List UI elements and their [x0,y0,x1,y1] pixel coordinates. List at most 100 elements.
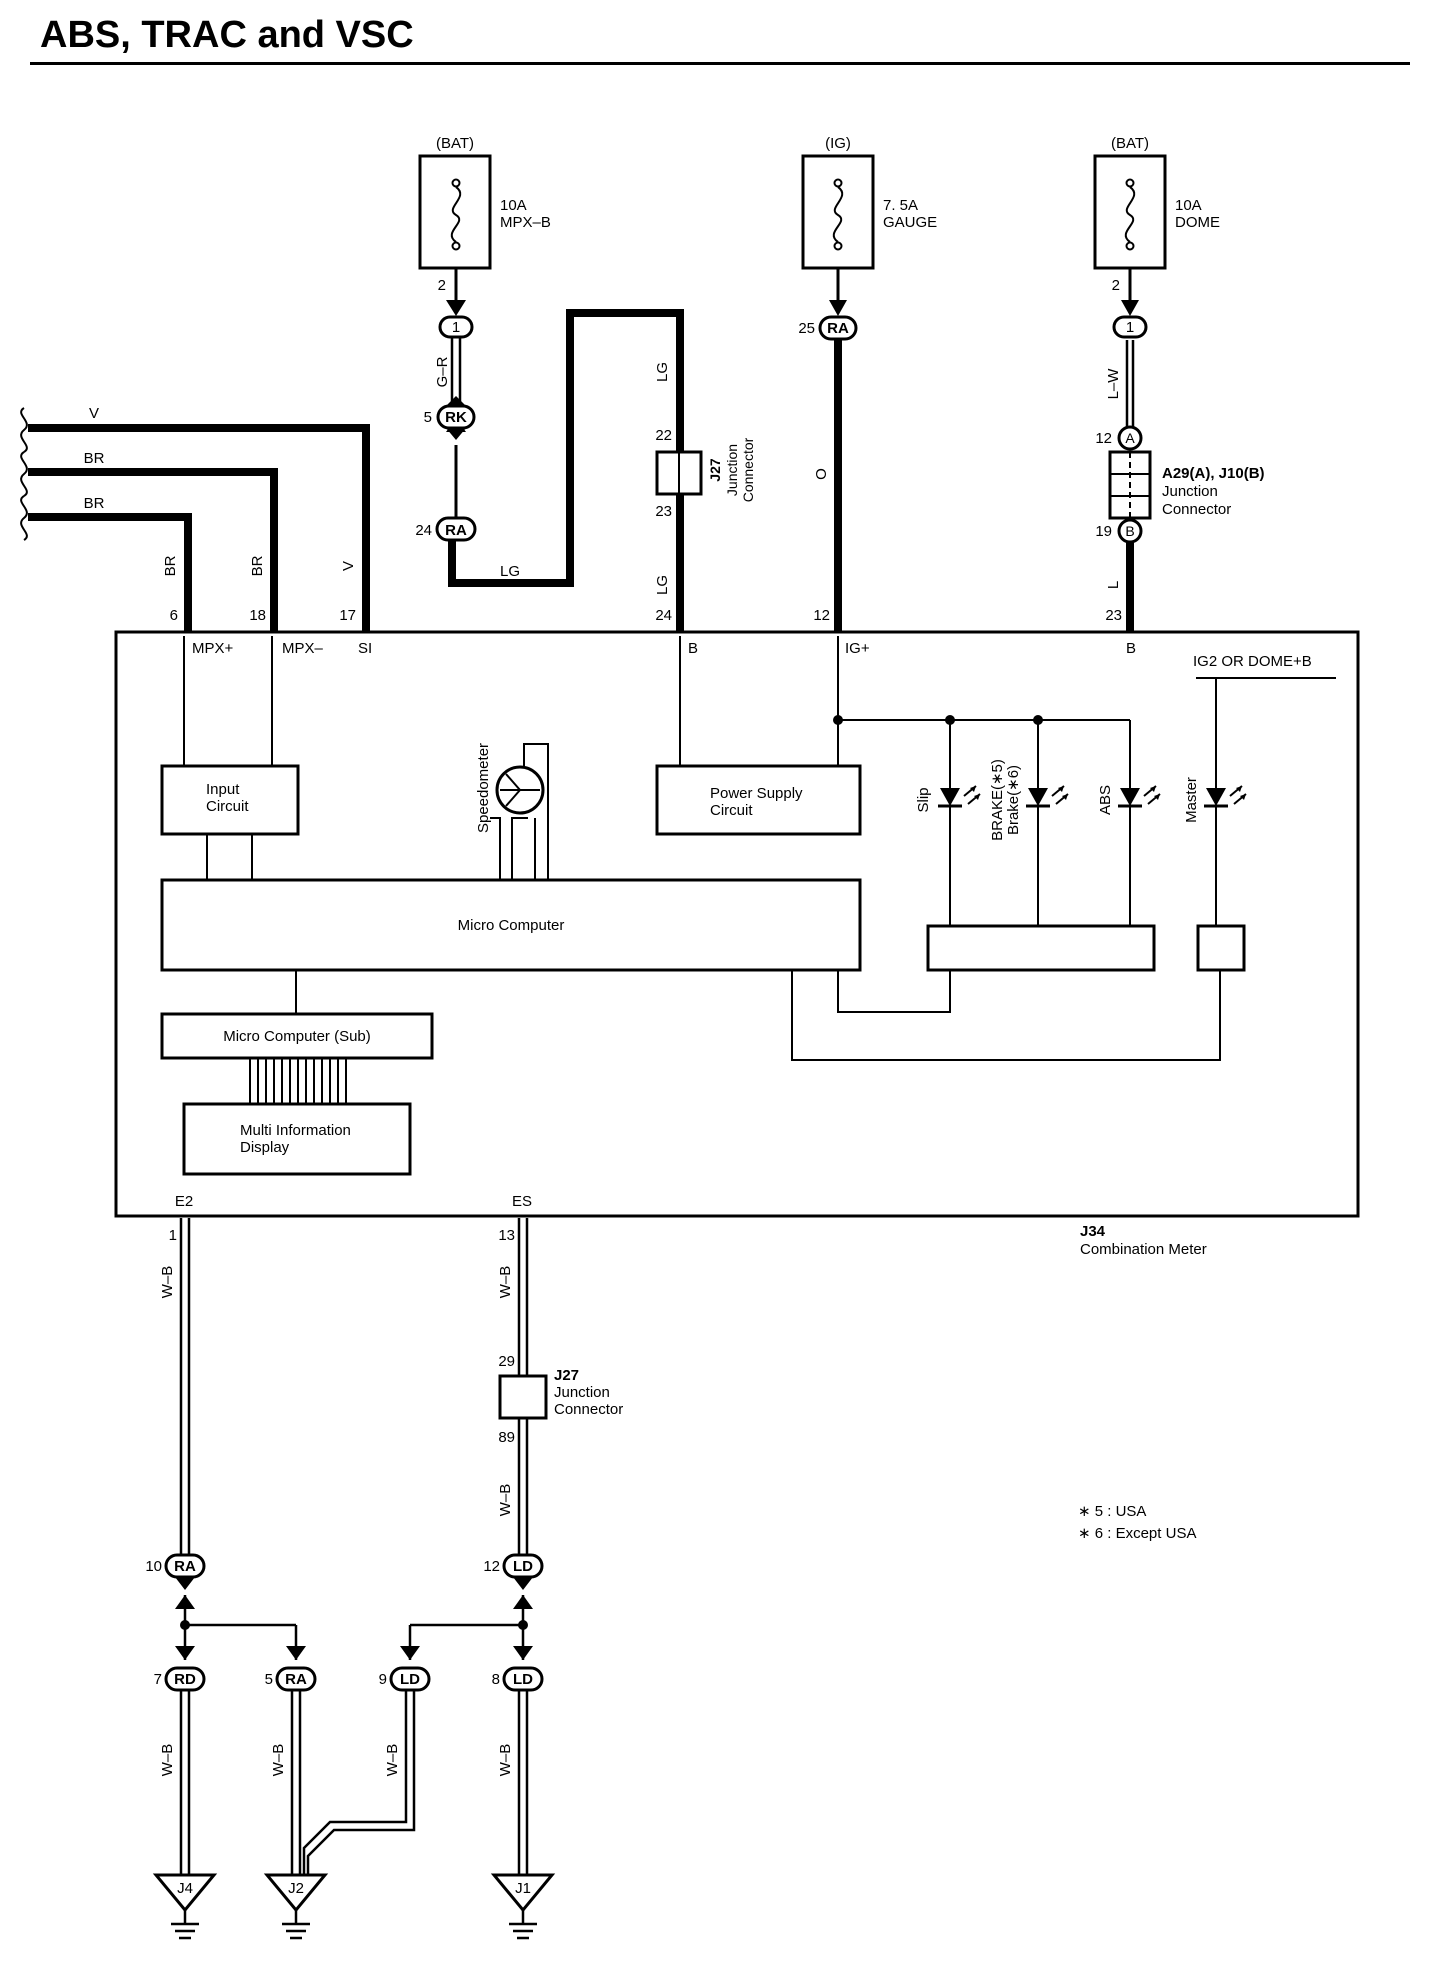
wire-label-g-r: G–R [434,356,451,387]
pin-24-ra: 24 [415,522,432,539]
terminal-si: SI [358,640,372,657]
pin-22: 22 [655,427,672,444]
wire-label-br-1: BR [84,450,105,467]
junction-j27-upper [655,450,703,496]
pin-18: 18 [249,607,266,624]
pin-5: 5 [424,409,432,426]
combination-meter-box [114,630,1360,1218]
j27-lower-line2: Connector [554,1401,623,1418]
ground-j2-icon [263,1873,329,1940]
fuse-mpx-b-amp: 10A [500,197,527,214]
terminal-mpx-minus: MPX– [282,640,324,657]
conn-ld-9 [389,1666,431,1692]
conn-rd-7 [164,1666,206,1692]
conn-ra-25-label: RA [827,320,849,337]
master-indicator-icon [1204,785,1247,808]
pin-2-dome: 2 [1112,277,1120,294]
micro-computer-box [160,878,862,972]
lower-dots [180,1620,528,1630]
fuse-dome-amp: 10A [1175,197,1202,214]
terminal-ig-plus: IG+ [845,640,870,657]
wire-label-wb-1: W–B [159,1266,176,1299]
ground-j4-label: J4 [177,1880,193,1897]
wire-label-lg-1: LG [500,563,520,580]
terminal-b-2: B [1126,640,1136,657]
note-except-usa: ∗ 6 : Except USA [1078,1525,1196,1542]
pin-24-b: 24 [655,607,672,624]
lamp-driver-box [926,924,1156,972]
brake-indicator-icon [1026,785,1069,808]
power-supply-line1: Power Supply [710,785,803,802]
wire-label-lg-2: LG [654,362,671,382]
fuse-dome [1093,154,1167,270]
conn-c1-dome-label: 1 [1126,319,1134,336]
wire-label-br-v2: BR [249,555,266,576]
ground-j1-label: J1 [515,1880,531,1897]
j27-upper-line2: Connector [740,437,756,502]
pin-89: 89 [498,1429,515,1446]
wires-left-bus [28,424,370,632]
title-rule [30,62,1410,65]
pin-13: 13 [498,1227,515,1244]
conn-c1-mpx [438,315,474,339]
micro-computer-sub-label: Micro Computer (Sub) [223,1028,371,1045]
conn-ld-8-label: LD [513,1671,533,1688]
conn-c1-dome [1112,315,1148,339]
wire-label-v-v: V [340,561,357,571]
wire-break-marks [20,407,28,541]
fuse-gauge-amp: 7. 5A [883,197,918,214]
conn-ld-12 [502,1553,544,1609]
terminal-e2: E2 [175,1193,193,1210]
lower-arrows [175,1646,533,1660]
j27-upper-id: J27 [707,458,723,482]
pin-7: 7 [154,1671,162,1688]
junction-j27-lower [498,1374,548,1420]
ground-j4-icon [152,1873,218,1940]
pin-12-ig: 12 [813,607,830,624]
conn-ra-24-label: RA [445,522,467,539]
wire-label-wb-7: W–B [497,1744,514,1777]
pin-9: 9 [379,1671,387,1688]
wire-label-br-v1: BR [162,555,179,576]
conn-ra-5-label: RA [285,1671,307,1688]
speedometer-icon [495,765,545,815]
conn-rk-label: RK [445,409,467,426]
a29-id: A29(A), J10(B) [1162,465,1265,482]
a29-line2: Connector [1162,501,1231,518]
junction-a29-j10 [1108,425,1152,544]
conn-ra-24 [435,516,477,542]
lamp-label-slip: Slip [915,787,932,812]
j27-lower-id: J27 [554,1367,579,1384]
slip-indicator-icon [938,785,981,808]
wire-label-o: O [813,468,830,480]
lamp-label-brake-usa: BRAKE(∗5) [989,759,1006,841]
conn-ld-8 [502,1666,544,1692]
fuse-gauge-name: GAUGE [883,214,937,231]
input-circuit-line1: Input [206,781,240,798]
pin-8: 8 [492,1671,500,1688]
conn-c1-mpx-label: 1 [452,319,460,336]
note-usa: ∗ 5 : USA [1078,1503,1146,1520]
meter-internal-wiring [183,636,1221,1061]
speedometer-label: Speedometer [475,743,492,833]
pin-1: 1 [169,1227,177,1244]
wire-label-wb-4: W–B [159,1744,176,1777]
micro-computer-label: Micro Computer [458,917,565,934]
wire-label-wb-5: W–B [270,1744,287,1777]
conn-ra-10-label: RA [174,1558,196,1575]
j27-upper-line1: Junction [724,444,740,496]
page-title: ABS, TRAC and VSC [40,14,414,56]
pin-29: 29 [498,1353,515,1370]
pin-12-a: 12 [1095,430,1112,447]
fuse-dome-supply: (BAT) [1111,135,1149,152]
junction-dots [833,715,1043,725]
input-circuit-line2: Circuit [206,798,249,815]
ground-j2-label: J2 [288,1880,304,1897]
power-supply-line2: Circuit [710,802,753,819]
pin-6: 6 [170,607,178,624]
conn-ra-5 [275,1666,317,1692]
wire-label-lg-3: LG [654,575,671,595]
arrow-heads [446,300,1139,432]
meter-id: J34 [1080,1223,1106,1240]
